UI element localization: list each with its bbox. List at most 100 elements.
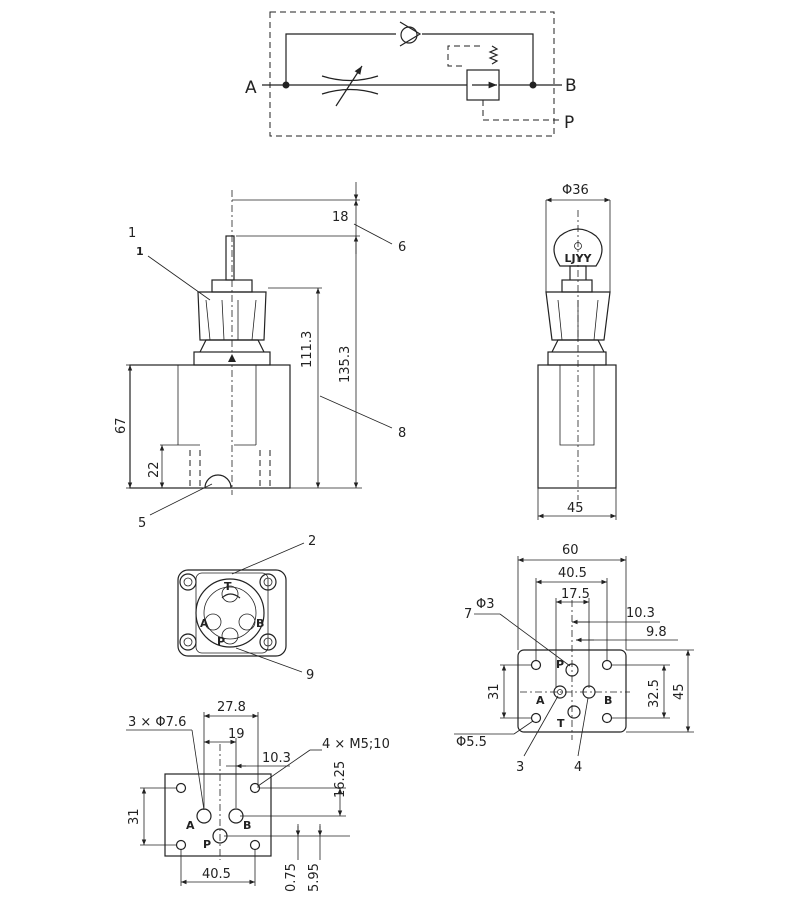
dim-18-label: 18 (332, 210, 349, 225)
callout-6: 6 (398, 240, 406, 255)
bp-dim-5-95: 5.95 (307, 863, 322, 892)
mp-bolt-br (601, 712, 613, 724)
key-brand: LJYY (564, 252, 592, 265)
bp-leader-phi76 (191, 729, 205, 811)
bp-port-a (196, 808, 212, 824)
bp-dim-31: 31 (127, 808, 142, 825)
leader-8 (319, 395, 393, 429)
mp-callout-7: 7 (464, 607, 472, 622)
bv-port-b: B (256, 617, 264, 630)
bp-label-p: P (203, 838, 211, 851)
side-view: LJYY Φ36 45 (537, 183, 617, 520)
bolt-hole-bl (179, 633, 197, 651)
dim-phi36-label: Φ36 (562, 183, 589, 198)
port-b-circle (238, 613, 256, 631)
mp-bolt-tr (601, 659, 613, 671)
bolt-hole-bl-inner (183, 637, 193, 647)
knob-grip-lines (205, 299, 257, 341)
bottom-outline (177, 569, 287, 657)
check-valve-seat (399, 21, 422, 47)
spring-icon (488, 45, 499, 65)
bolt-hole-br-inner (263, 637, 273, 647)
side-collar (547, 351, 607, 366)
callout-1-small: 1 (136, 245, 144, 258)
bolt-hole-tr-inner (263, 577, 273, 587)
port-a-circle (204, 613, 222, 631)
junction-b (529, 81, 537, 89)
bp-label-a: A (186, 819, 195, 832)
bottom-inner (195, 572, 269, 654)
bv-port-a: A (200, 617, 209, 630)
key-head (553, 228, 603, 267)
leader-1 (147, 255, 211, 301)
callout-8: 8 (398, 426, 406, 441)
bolt-hole-br (259, 633, 277, 651)
callout-9: 9 (306, 668, 314, 683)
leader-4 (577, 697, 589, 757)
mp-dim-45: 45 (672, 683, 687, 700)
mp-label-a: A (536, 694, 545, 707)
callout-5: 5 (138, 516, 146, 531)
knob-body (197, 291, 267, 341)
hydraulic-symbol: A B P (245, 11, 577, 137)
drain-line-p (482, 100, 562, 121)
bolt-hole-tl (179, 573, 197, 591)
leader-7 (499, 613, 571, 667)
base-pattern: A B P 27.8 19 10.3 3 × Φ7.6 4 × M5;10 31… (126, 700, 390, 892)
callout-1: 1 (128, 226, 136, 241)
symbol-frame (269, 11, 555, 137)
bp-bolt-bl (175, 839, 187, 851)
mp-bolt-tl (530, 659, 542, 671)
dim-45-label: 45 (567, 501, 584, 516)
dim-111-label: 111.3 (300, 331, 315, 368)
mp-callout-3: 3 (516, 760, 524, 775)
leader-6 (353, 223, 393, 245)
bp-bolt-tr (249, 782, 261, 794)
bottom-view: T A B P 2 9 (177, 534, 316, 683)
knob-inner-circle (203, 586, 257, 640)
bp-leader-m5 (257, 749, 311, 787)
mp-label-t: T (557, 717, 565, 730)
mount-pattern: P A B T 60 40.5 17.5 10.3 9.8 31 32.5 (454, 543, 694, 775)
key-stem (225, 235, 235, 281)
oring-5 (204, 474, 232, 489)
mp-dim-10-3: 10.3 (626, 606, 655, 621)
mp-dim-60: 60 (562, 543, 579, 558)
dim-67-label: 67 (114, 417, 129, 434)
leader-2 (231, 542, 305, 575)
bp-bolt-br (249, 839, 261, 851)
bp-dim-0-75: 0.75 (284, 863, 299, 892)
mp-dim-17-5: 17.5 (561, 587, 590, 602)
callout-2: 2 (308, 534, 316, 549)
bp-label-b: B (243, 819, 251, 832)
bp-dim-phi7-6: 3 × Φ7.6 (128, 715, 186, 730)
bv-port-t: T (224, 580, 232, 593)
bp-dim-4xm5: 4 × M5;10 (322, 737, 390, 752)
mp-dim-40-5: 40.5 (558, 566, 587, 581)
mp-port-t (567, 705, 581, 719)
bolt-hole-tl-inner (183, 577, 193, 587)
symbol-port-p: P (564, 113, 574, 133)
adjustable-arrow (335, 65, 363, 107)
mp-pin (557, 689, 563, 695)
bp-dim-19: 19 (228, 727, 245, 742)
leader-3 (523, 695, 559, 757)
symbol-port-b: B (565, 76, 577, 96)
knob-circle (195, 578, 265, 648)
knob-indicator (228, 354, 236, 362)
dim-135-label: 135.3 (338, 346, 353, 383)
leader-9 (235, 647, 303, 673)
bp-bolt-tl (175, 782, 187, 794)
mp-dim-32-5: 32.5 (647, 679, 662, 708)
mp-dim-phi5-5: Φ5.5 (456, 735, 487, 750)
side-recess (559, 365, 595, 446)
dim-22-label: 22 (147, 461, 162, 478)
port-t-circle (221, 585, 239, 603)
throttle-arc-bottom (321, 88, 379, 95)
mp-label-p: P (556, 658, 564, 671)
mp-callout-4: 4 (574, 760, 582, 775)
bp-dim-10-3: 10.3 (262, 751, 291, 766)
side-body (537, 364, 617, 489)
